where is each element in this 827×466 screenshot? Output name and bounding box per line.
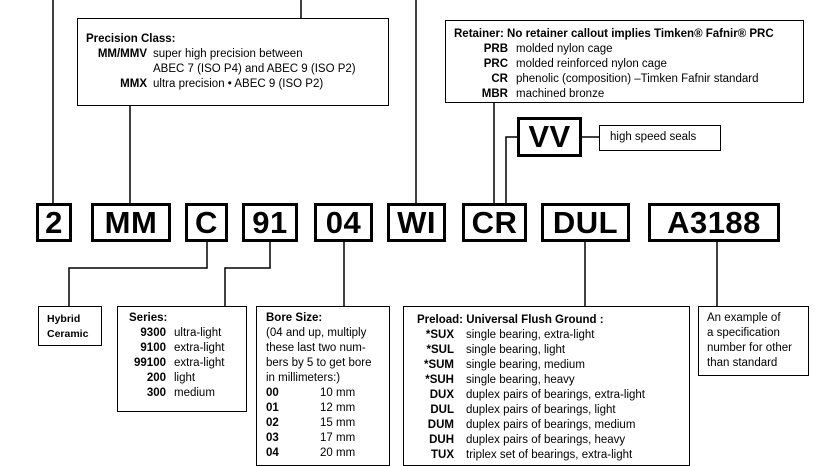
bore-note-line: bers by 5 to get bore [266,357,372,369]
retainer-box: Retainer: No retainer callout implies Ti… [445,20,804,103]
bore-code: 03 [266,432,279,444]
preload-code: *SUX [425,329,454,341]
preload-code: *SUH [425,374,454,386]
preload-desc: duplex pairs of bearings, extra-light [466,389,645,401]
precision-desc: ultra precision • ABEC 9 (ISO P2) [153,78,324,90]
seal-code-box: VV [517,117,582,157]
seal-label-box: high speed seals [599,125,721,151]
preload-desc: duplex pairs of bearings, heavy [466,434,626,446]
bore-note-line: (04 and up, multiply [266,327,367,339]
code-box-hybrid: 2 [36,203,72,242]
preload-code: DUM [427,419,454,431]
series-code: 99100 [134,357,166,369]
series-code: 9300 [140,327,166,339]
example-line: An example of [707,312,781,324]
code-box-retainer: CR [462,203,527,242]
bore-title: Bore Size: [266,312,323,324]
retainer-desc: machined bronze [516,88,605,100]
preload-desc: duplex pairs of bearings, medium [466,419,636,431]
retainer-desc: molded nylon cage [516,43,613,55]
preload-code: *SUM [423,359,454,371]
preload-title: Preload: Universal Flush Ground : [417,314,604,326]
retainer-desc: phenolic (composition) –Timken Fafnir st… [516,73,759,85]
code-box-wi: WI [387,203,446,242]
code-box-special: A3188 [648,203,780,242]
bore-code: 02 [266,417,279,429]
example-line: a specification [707,327,780,339]
retainer-desc: molded reinforced nylon cage [516,58,667,70]
preload-desc: single bearing, extra-light [466,329,595,341]
preload-code: TUX [431,449,454,461]
preload-code: *SUL [426,344,454,356]
hybrid-line2: Ceramic [47,328,89,340]
hybrid-line1: Hybrid [47,313,81,325]
series-desc: extra-light [174,342,225,354]
preload-code: DUL [430,404,454,416]
bore-note-line: in millimeters:) [266,372,341,384]
preload-desc: single bearing, light [466,344,566,356]
bore-code: 00 [266,387,279,399]
precision-class-box: Precision Class: MM/MMV super high preci… [77,18,389,106]
hybrid-ceramic-box: Hybrid Ceramic [38,306,102,346]
seal-label: high speed seals [610,131,697,143]
precision-code: MMX [120,78,147,90]
retainer-code: CR [491,73,508,85]
bore-desc: 20 mm [320,447,356,459]
example-line: number for other [707,342,793,354]
code-box-bore: 04 [314,203,373,242]
code-box-preload: DUL [541,203,630,242]
series-code: 9100 [140,342,166,354]
code-box-contact: C [185,203,228,242]
bore-desc: 17 mm [320,432,356,444]
bore-size-box: Bore Size: (04 and up, multiply these la… [256,306,390,466]
preload-code: DUH [429,434,454,446]
code-box-series: 91 [242,203,298,242]
bore-code: 04 [266,447,279,459]
retainer-code: PRB [483,43,508,55]
bore-note-line: these last two num- [266,342,366,354]
series-box: Series: 9300 ultra-light 9100 extra-ligh… [117,306,247,412]
series-desc: light [174,372,196,384]
series-code: 200 [146,372,166,384]
precision-desc: ABEC 7 (ISO P4) and ABEC 9 (ISO P2) [153,63,356,75]
series-code: 300 [146,387,166,399]
preload-desc: duplex pairs of bearings, light [466,404,616,416]
retainer-code: MBR [481,88,508,100]
preload-code: DUX [429,389,454,401]
bore-desc: 10 mm [320,387,356,399]
bore-code: 01 [266,402,279,414]
bore-desc: 15 mm [320,417,356,429]
precision-code: MM/MMV [97,48,147,60]
precision-desc: super high precision between [153,48,303,60]
series-desc: ultra-light [174,327,222,339]
series-title: Series: [129,312,168,324]
preload-desc: triplex set of bearings, extra-light [466,449,633,461]
retainer-code: PRC [483,58,508,70]
preload-desc: single bearing, medium [466,359,585,371]
precision-class-title: Precision Class: [86,33,176,45]
series-desc: extra-light [174,357,225,369]
example-line: than standard [707,357,778,369]
series-desc: medium [174,387,215,399]
preload-desc: single bearing, heavy [466,374,575,386]
example-box: An example of a specification number for… [698,306,809,376]
bore-desc: 12 mm [320,402,356,414]
retainer-title: Retainer: No retainer callout implies Ti… [454,28,774,40]
preload-box: Preload: Universal Flush Ground : *SUX s… [403,306,690,466]
code-box-precision: MM [91,203,171,242]
